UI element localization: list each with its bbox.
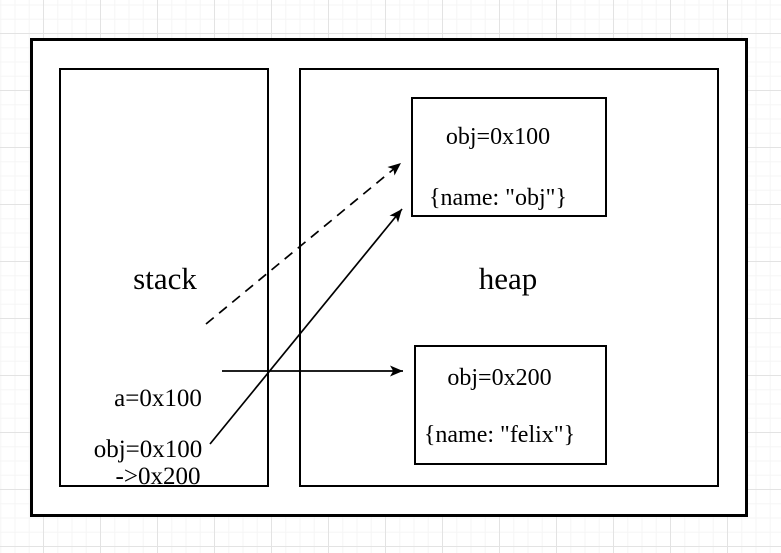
heap-object-0x200-value: {name: "felix"}	[423, 422, 576, 448]
stack-variable-obj: obj=0x100	[93, 436, 203, 463]
stack-variable-a: a=0x100 ->0x200	[114, 334, 202, 542]
stack-label: stack	[133, 261, 197, 296]
heap-object-0x200-address: obj=0x200	[447, 365, 552, 391]
heap-object-0x200: obj=0x200 {name: "felix"}	[414, 345, 607, 465]
heap-label: heap	[478, 261, 538, 296]
heap-object-0x100: obj=0x100 {name: "obj"}	[411, 97, 607, 217]
stack-variable-a-line2: ->0x200	[115, 463, 201, 490]
heap-object-0x100-value: {name: "obj"}	[429, 185, 567, 211]
stack-variable-a-line1: a=0x100	[114, 385, 202, 412]
heap-object-0x100-address: obj=0x100	[445, 124, 551, 150]
